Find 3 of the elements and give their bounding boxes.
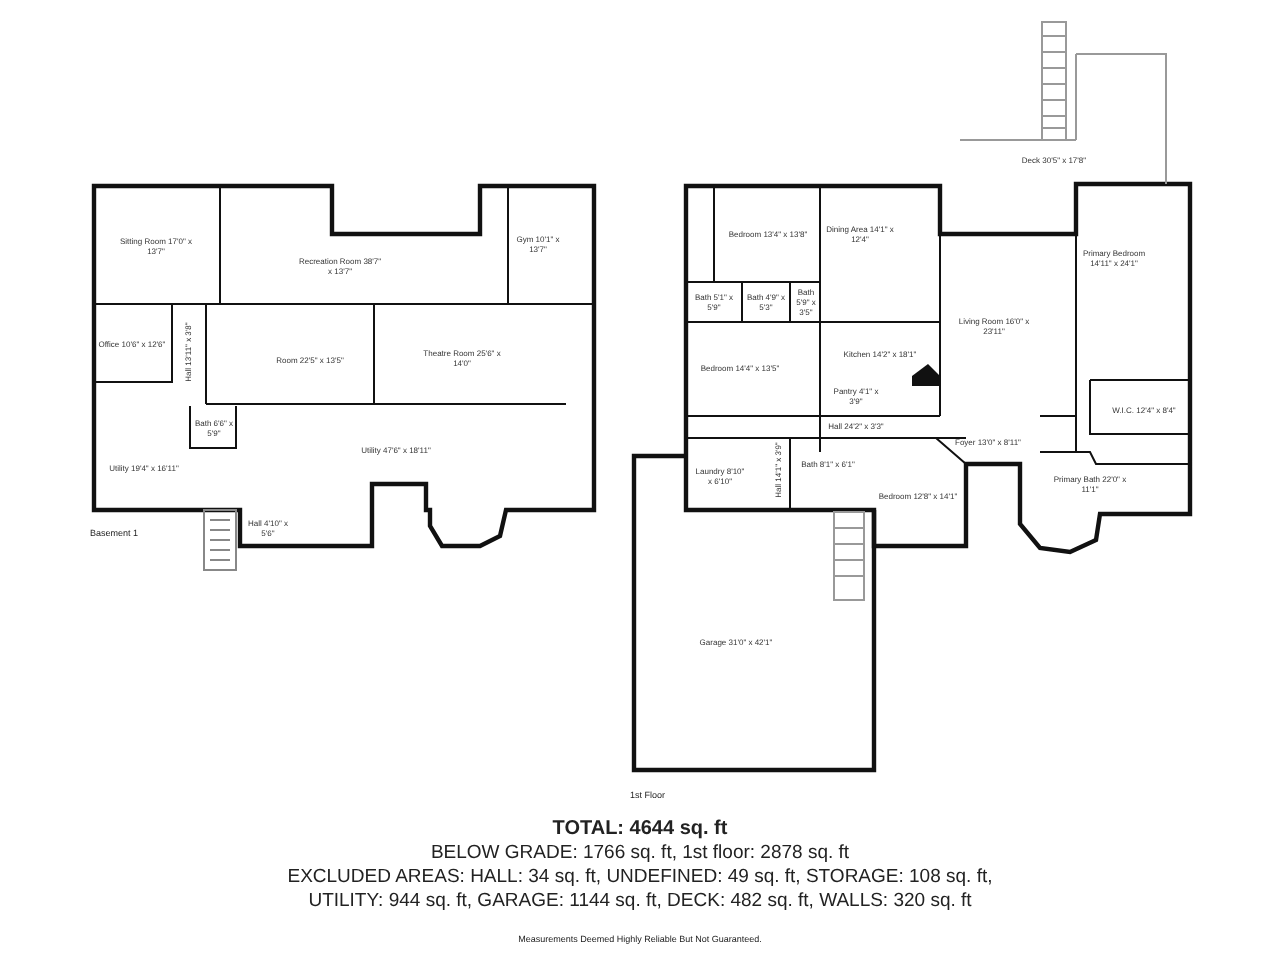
area-breakdown: EXCLUDED AREAS: HALL: 34 sq. ft, UNDEFINED: 49 sq. ft, STORAGE: 108 sq. ft, UTILITY: 944 sq. ft, GARAGE: 1144 sq. ft, DECK: 482 sq. ft, WALLS: 320 sq. ft (285, 866, 995, 914)
area-breakdown: BELOW GRADE: 1766 sq. ft, 1st floor: 2878 sq. ft (428, 842, 852, 866)
total-area: TOTAL: 4644 sq. ft (320, 818, 960, 843)
